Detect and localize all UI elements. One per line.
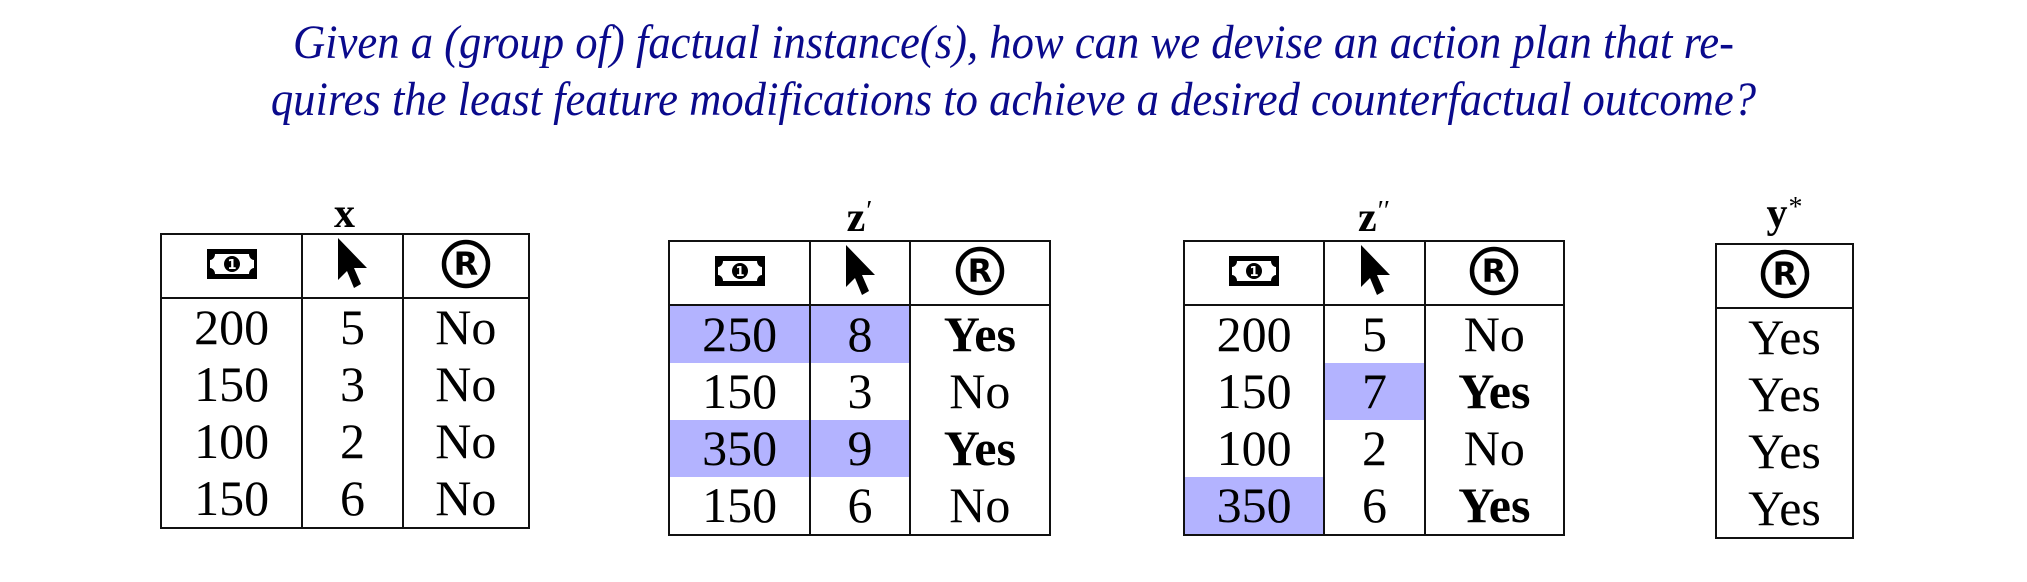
- registered-circle-r-icon: R: [1759, 248, 1811, 305]
- outcome-cell: No: [908, 477, 1050, 535]
- svg-text:1: 1: [735, 265, 744, 280]
- money-column-header: 1: [1184, 241, 1325, 306]
- outcome-column-header: R: [401, 234, 529, 299]
- outcome-cell: No: [401, 470, 529, 528]
- registered-circle-r-icon: R: [440, 238, 492, 295]
- money-cell-modified: 350: [1184, 477, 1325, 535]
- svg-text:R: R: [453, 245, 478, 283]
- money-cell: 100: [1216, 420, 1292, 476]
- outcome-cell: No: [908, 363, 1050, 420]
- cursor-column-header: [1323, 241, 1425, 306]
- cursor-cell: 5: [1323, 305, 1425, 363]
- cursor-column-header: [301, 234, 403, 299]
- svg-text:R: R: [1772, 255, 1797, 293]
- money-column-header: 1: [669, 241, 811, 306]
- outcome-cell: Yes: [1748, 480, 1821, 536]
- cursor-cell-modified: 9: [809, 420, 910, 477]
- money-bill-icon: 1: [204, 246, 260, 287]
- svg-text:1: 1: [227, 258, 236, 273]
- mouse-cursor-icon: [1357, 243, 1393, 304]
- mouse-cursor-icon: [842, 243, 878, 304]
- cursor-cell: 2: [1323, 420, 1425, 477]
- mouse-cursor-icon: [334, 236, 370, 297]
- outcome-cell-flipped: Yes: [1423, 363, 1564, 420]
- outcome-cell-flipped: Yes: [908, 305, 1050, 363]
- registered-circle-r-icon: R: [1468, 245, 1520, 302]
- cursor-cell: 6: [1323, 477, 1425, 535]
- cursor-cell-modified: 7: [1323, 363, 1425, 420]
- outcome-cell: No: [1423, 305, 1564, 363]
- cursor-cell-modified: 8: [809, 305, 910, 363]
- money-cell-modified: 350: [669, 420, 811, 477]
- table-label: z′′: [1358, 195, 1390, 241]
- money-column-header: 1: [161, 234, 303, 299]
- money-cell-modified: 250: [669, 305, 811, 363]
- outcome-cell: No: [1423, 420, 1564, 477]
- table-row: Yes: [1716, 366, 1853, 423]
- table-row: Yes: [1716, 308, 1853, 366]
- svg-text:R: R: [968, 252, 993, 290]
- cursor-column-header: [809, 241, 910, 306]
- cursor-cell: 6: [809, 477, 910, 535]
- question-line-2: quires the least feature modifications t…: [270, 73, 1757, 126]
- outcome-cell: No: [401, 413, 529, 470]
- outcome-cell-flipped: Yes: [1423, 477, 1564, 535]
- registered-circle-r-icon: R: [954, 245, 1006, 302]
- table-label: x: [334, 191, 355, 237]
- cursor-cell: 2: [301, 413, 403, 470]
- money-cell: 100: [194, 413, 270, 469]
- outcome-cell: Yes: [1748, 366, 1821, 422]
- money-cell: 150: [1216, 363, 1292, 419]
- table-row: Yes: [1716, 423, 1853, 480]
- outcome-cell: Yes: [1748, 423, 1821, 479]
- data-table: R Yes Yes Yes Yes: [1715, 243, 1854, 539]
- outcome-cell: No: [401, 298, 529, 356]
- money-cell: 150: [194, 356, 270, 412]
- outcome-cell-flipped: Yes: [908, 420, 1050, 477]
- question-line-1: Given a (group of) factual instance(s), …: [292, 16, 1734, 69]
- outcome-cell: No: [401, 356, 529, 413]
- svg-text:R: R: [1482, 252, 1507, 290]
- cursor-cell: 6: [301, 470, 403, 528]
- outcome-cell: Yes: [1748, 309, 1821, 365]
- outcome-column-header: R: [1423, 241, 1564, 306]
- svg-text:1: 1: [1250, 265, 1259, 280]
- outcome-column-header: R: [908, 241, 1050, 306]
- money-cell: 150: [702, 477, 778, 533]
- table-label: y*: [1766, 191, 1803, 237]
- money-cell: 200: [1216, 306, 1292, 362]
- cursor-cell: 5: [301, 298, 403, 356]
- outcome-column-header: R: [1716, 244, 1853, 309]
- cursor-cell: 3: [809, 363, 910, 420]
- cursor-cell: 3: [301, 356, 403, 413]
- money-bill-icon: 1: [712, 253, 768, 294]
- table-label: z′: [846, 195, 873, 241]
- money-cell: 200: [194, 299, 270, 355]
- research-question: Given a (group of) factual instance(s), …: [71, 14, 1956, 128]
- money-bill-icon: 1: [1226, 253, 1282, 294]
- table-row: Yes: [1716, 480, 1853, 538]
- money-cell: 150: [194, 470, 270, 526]
- money-cell: 150: [702, 363, 778, 419]
